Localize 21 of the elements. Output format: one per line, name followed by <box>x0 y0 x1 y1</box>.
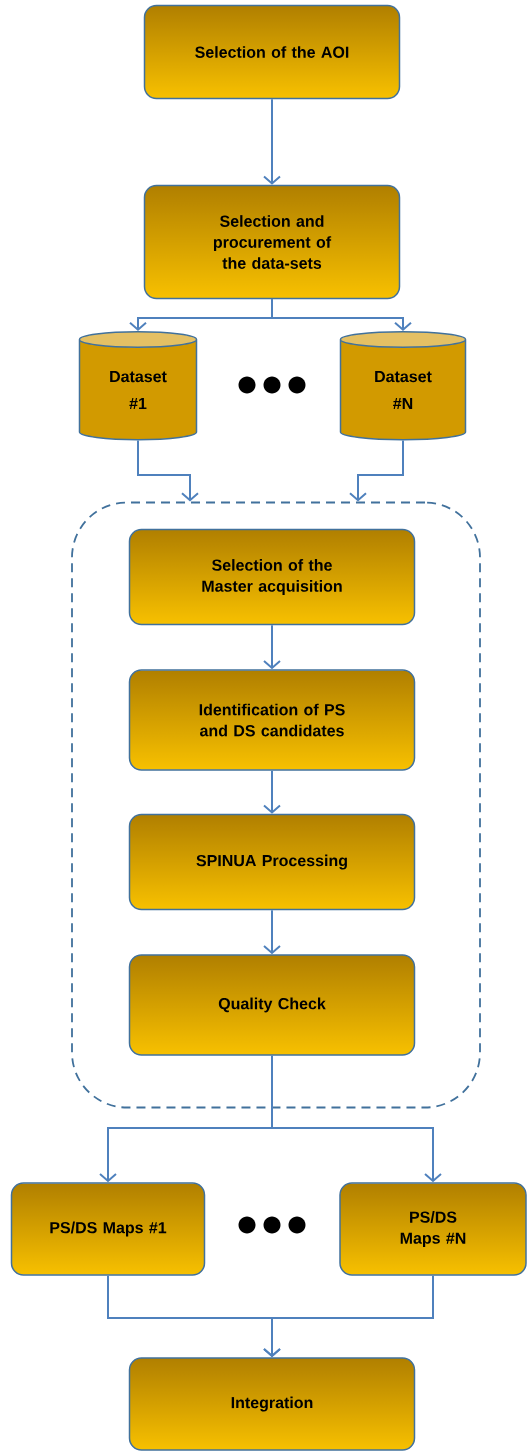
arrow <box>263 98 281 185</box>
process-box: Identification of PS and DS candidates <box>128 669 416 771</box>
process-box: Selection of the Master acquisition <box>128 528 416 626</box>
process-box: Selection of the AOI <box>143 4 401 100</box>
process-box: Quality Check <box>128 954 416 1056</box>
arrow <box>263 624 281 670</box>
database-cylinder: Dataset #N <box>339 331 467 441</box>
arrow <box>263 1274 434 1358</box>
arrow <box>263 769 281 814</box>
process-box: Selection and procurement of the data-sets <box>143 184 401 300</box>
process-box: SPINUA Processing <box>128 813 416 911</box>
process-box: PS/DS Maps #1 <box>10 1182 206 1276</box>
arrow <box>271 1054 442 1183</box>
dashed-group-boundary <box>71 501 481 1109</box>
arrow <box>137 439 199 502</box>
process-box: PS/DS Maps #N <box>339 1182 527 1276</box>
arrow <box>349 439 404 502</box>
process-box: Integration <box>128 1357 416 1451</box>
database-cylinder: Dataset #1 <box>78 331 198 441</box>
arrow <box>271 298 412 332</box>
arrow <box>263 909 281 955</box>
